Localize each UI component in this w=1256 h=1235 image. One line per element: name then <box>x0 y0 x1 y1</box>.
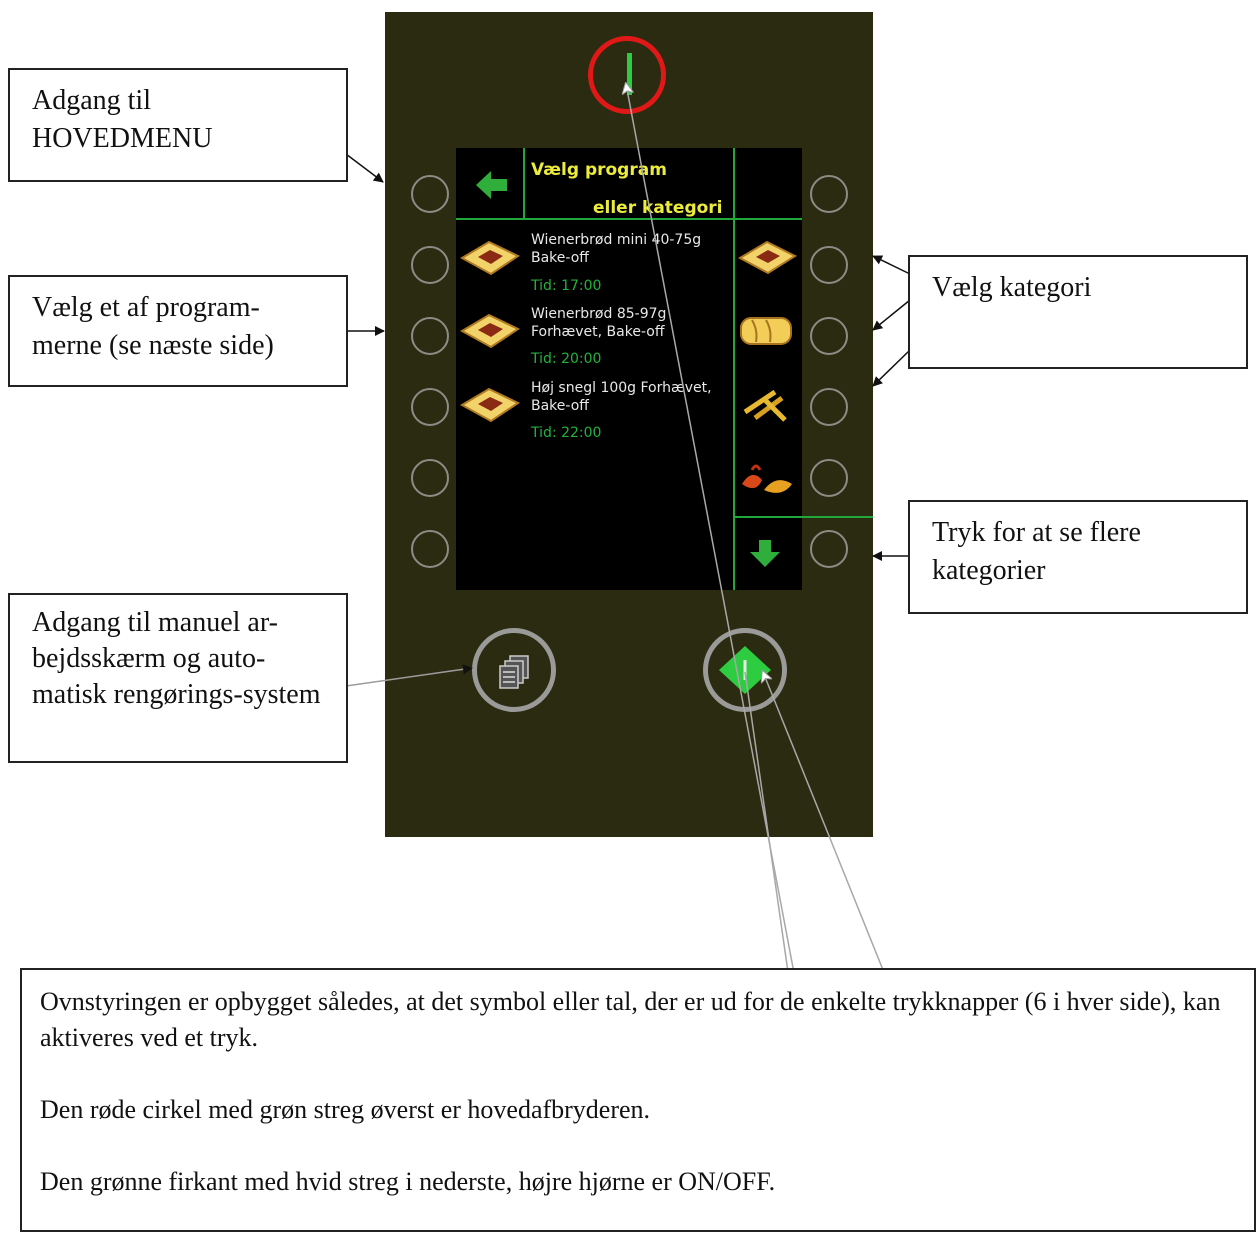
on-off-button[interactable] <box>703 628 787 712</box>
pastry-icon <box>459 387 521 423</box>
right-button-1[interactable] <box>810 175 848 213</box>
program-2-name[interactable]: Wienerbrød 85-97g Forhævet, Bake-off <box>531 306 667 340</box>
right-button-3[interactable] <box>810 317 848 355</box>
arrow-main-power <box>626 84 819 1101</box>
callout-more-categories: Tryk for at se flere kategorier <box>908 500 1248 614</box>
category-pastry-icon[interactable] <box>737 240 798 275</box>
right-button-2[interactable] <box>810 246 848 284</box>
callout-select-category: Vælg kategori <box>908 255 1248 369</box>
back-divider <box>523 148 525 218</box>
left-button-5[interactable] <box>411 459 449 497</box>
arrow-category-3 <box>872 349 911 387</box>
program-3-name[interactable]: Høj snegl 100g Forhævet, Bake-off <box>531 380 712 414</box>
left-button-2[interactable] <box>411 246 449 284</box>
more-divider <box>733 516 873 518</box>
power-line-icon <box>627 53 632 95</box>
callout-select-program: Vælg et af program-merne (se næste side) <box>8 275 348 387</box>
program-2-time: Tid: 20:00 <box>531 351 602 367</box>
category-sticks-icon[interactable] <box>743 389 787 422</box>
arrow-category-1 <box>872 255 911 275</box>
description-box: Ovnstyringen er opbygget således, at det… <box>20 968 1256 1232</box>
pages-icon <box>499 655 529 689</box>
category-divider <box>733 148 735 590</box>
program-1-time: Tid: 17:00 <box>531 278 602 294</box>
right-button-6[interactable] <box>810 530 848 568</box>
description-paragraph-3: Den grønne firkant med hvid streg i nede… <box>40 1167 776 1196</box>
arrow-main-menu <box>345 153 384 183</box>
pastry-icon <box>459 313 521 349</box>
header-title-line2: eller kategori <box>593 198 723 218</box>
description-paragraph-2: Den røde cirkel med grøn streg øverst er… <box>40 1095 651 1124</box>
main-power-switch[interactable] <box>588 36 666 114</box>
arrow-manual-screen <box>345 664 473 687</box>
left-button-6[interactable] <box>411 530 449 568</box>
manual-screen-button[interactable] <box>472 628 556 712</box>
callout-manual-screen: Adgang til manuel ar-bejdsskærm og auto-… <box>8 593 348 763</box>
right-button-4[interactable] <box>810 388 848 426</box>
pastry-icon <box>459 240 521 276</box>
program-3-time: Tid: 22:00 <box>531 425 602 441</box>
category-croissant-icon[interactable] <box>742 464 792 493</box>
arrow-category-2 <box>872 299 911 331</box>
program-1-name[interactable]: Wienerbrød mini 40-75g Bake-off <box>531 232 702 266</box>
on-off-icon <box>719 646 771 694</box>
header-divider <box>456 218 802 220</box>
arrow-on-off-line <box>744 671 793 1001</box>
left-button-3[interactable] <box>411 317 449 355</box>
callout-main-menu: Adgang til HOVEDMENU <box>8 68 348 182</box>
back-arrow-icon[interactable] <box>476 171 507 199</box>
category-bread-icon[interactable] <box>740 317 792 345</box>
down-arrow-icon[interactable] <box>750 540 780 567</box>
description-paragraph-1: Ovnstyringen er opbygget således, at det… <box>40 987 1221 1052</box>
left-button-4[interactable] <box>411 388 449 426</box>
left-button-1[interactable] <box>411 175 449 213</box>
header-title-line1: Vælg program <box>531 160 667 180</box>
right-button-5[interactable] <box>810 459 848 497</box>
